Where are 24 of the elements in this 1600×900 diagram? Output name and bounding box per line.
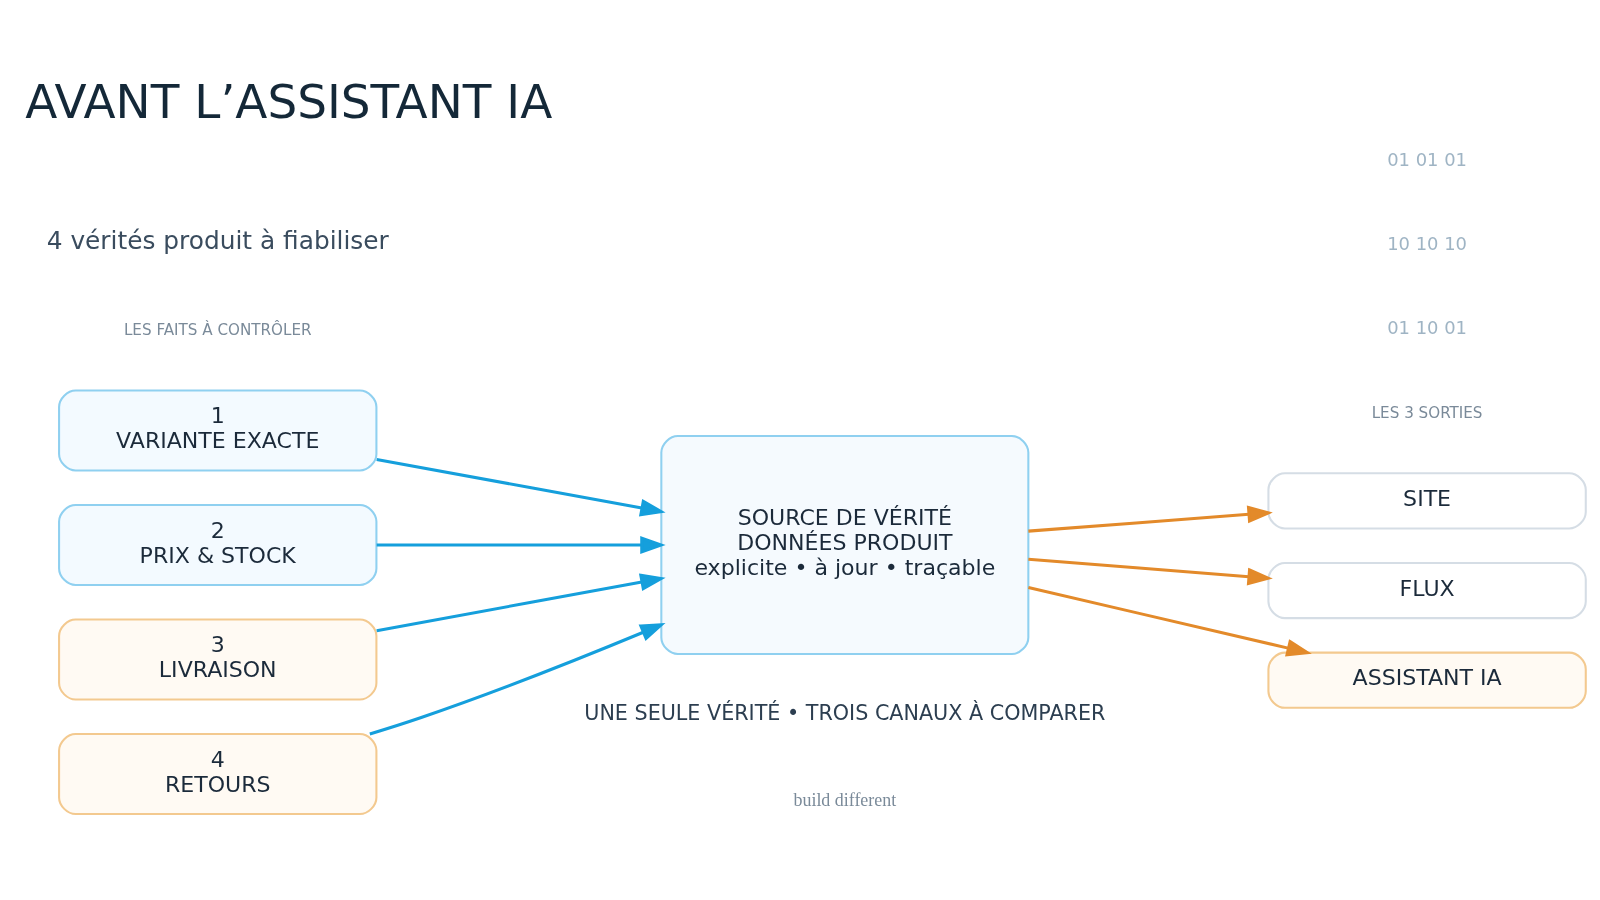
node-box: 2 PRIX & STOCK bbox=[58, 503, 378, 586]
caption: UNE SEULE VÉRITÉ • TROIS CANAUX À COMPARER bbox=[584, 700, 1106, 725]
node-box: ASSISTANT IA bbox=[1267, 651, 1587, 709]
label: 4 vérités produit à fiabiliser bbox=[46, 225, 389, 255]
label: LES 3 SORTIES bbox=[1371, 403, 1483, 422]
node-box: FLUX bbox=[1267, 561, 1587, 619]
arrow bbox=[1028, 557, 1273, 585]
arrow bbox=[369, 622, 666, 735]
node-box: 3 LIVRAISON bbox=[58, 618, 378, 701]
node-box: SITE bbox=[1267, 471, 1587, 529]
label: 10 10 10 bbox=[1387, 232, 1467, 254]
node-box: 4 RETOURS bbox=[58, 732, 378, 815]
label: 01 10 01 bbox=[1387, 316, 1467, 338]
arrow bbox=[376, 572, 666, 632]
diagram-title: AVANT L’ASSISTANT IA bbox=[25, 73, 553, 129]
arrow bbox=[376, 535, 666, 554]
arrow bbox=[1028, 585, 1312, 657]
arrow bbox=[1028, 505, 1273, 533]
label: 01 01 01 bbox=[1387, 148, 1467, 170]
label: LES FAITS À CONTRÔLER bbox=[123, 320, 312, 339]
node-box: 1 VARIANTE EXACTE bbox=[58, 388, 378, 472]
arrow bbox=[376, 457, 666, 517]
node-box: SOURCE DE VÉRITÉ DONNÉES PRODUIT explicite • à jour • traçable bbox=[660, 434, 1030, 655]
label: build different bbox=[793, 789, 897, 810]
